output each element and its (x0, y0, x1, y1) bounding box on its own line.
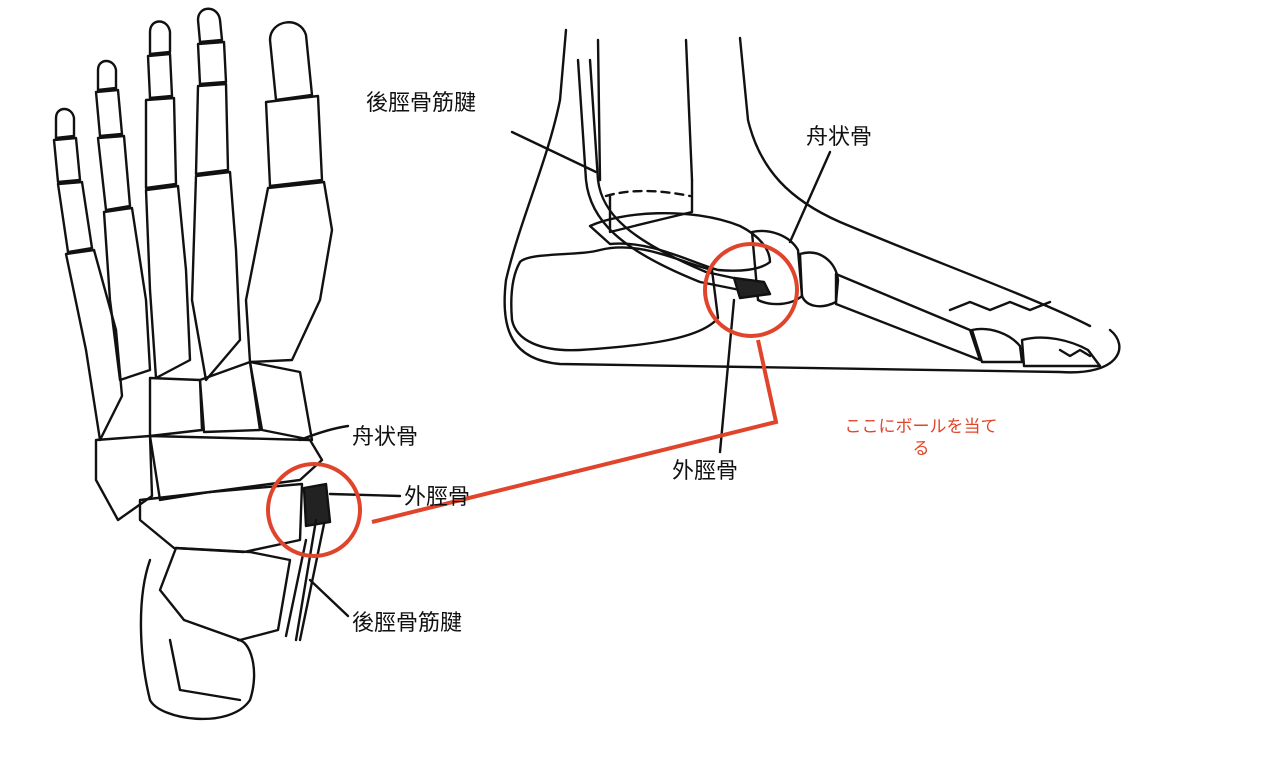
label-tendon-dorsal: 後脛骨筋腱 (352, 611, 463, 636)
ball-placement-note-line2: る (912, 439, 930, 459)
label-navicular-dorsal: 舟状骨 (352, 425, 419, 450)
label-accessory-navicular-side: 外脛骨 (672, 459, 739, 484)
label-navicular-side: 舟状骨 (806, 125, 873, 150)
connector-line (371, 339, 779, 524)
ball-placement-note: ここにボールを当て る (806, 416, 1036, 460)
label-tendon-side: 後脛骨筋腱 (366, 91, 477, 116)
side-foot-illustration (503, 28, 1121, 454)
side-highlight-circle (703, 242, 799, 338)
dorsal-foot-illustration (52, 7, 402, 721)
highlight-markers (266, 242, 799, 558)
ball-placement-note-line1: ここにボールを当て (844, 417, 998, 437)
label-accessory-navicular-dorsal: 外脛骨 (404, 485, 471, 510)
dorsal-highlight-circle (266, 462, 362, 558)
